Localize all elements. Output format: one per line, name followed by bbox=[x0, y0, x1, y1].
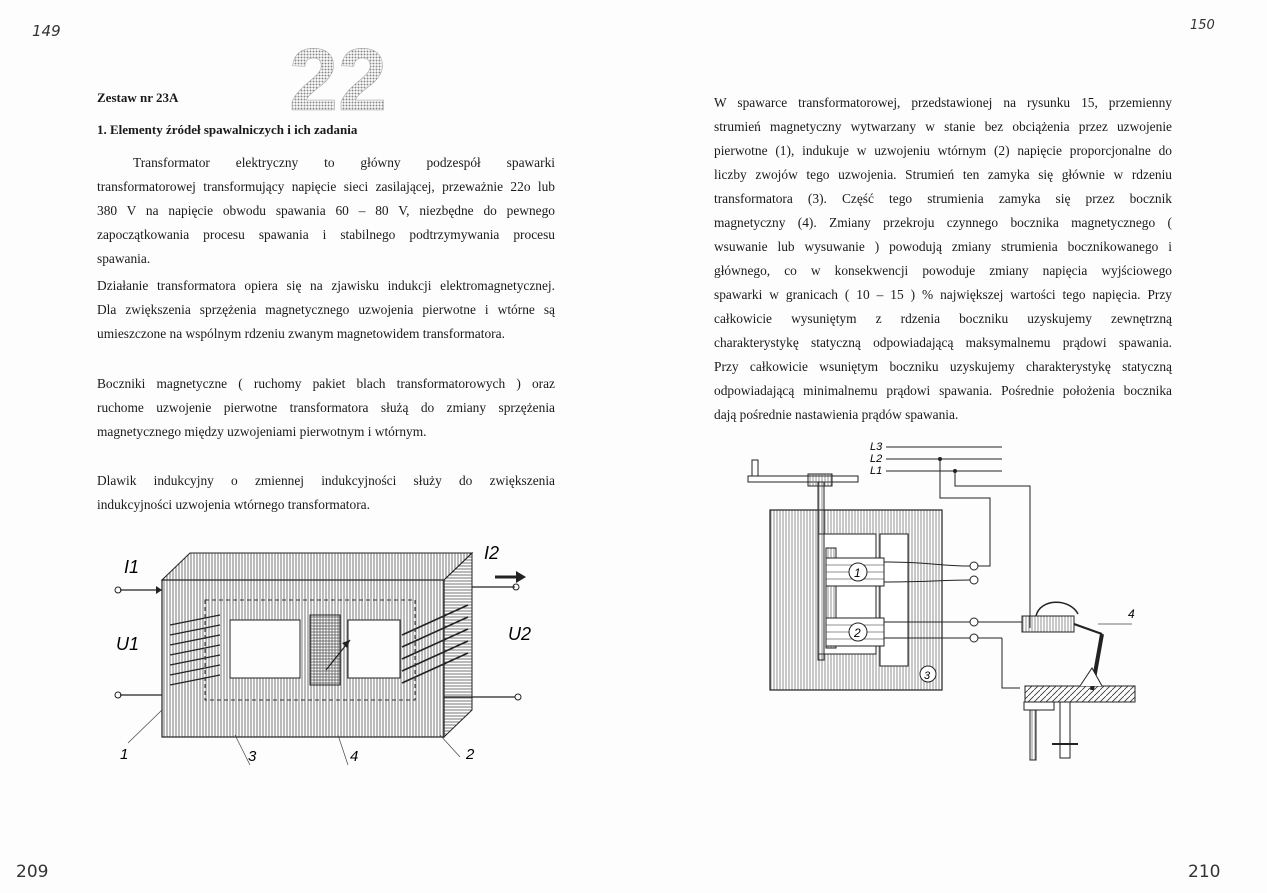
text-line: Transformator elektryczny to główny podz… bbox=[133, 155, 555, 170]
text-line: magnetycznego między uzwojeniami pierwot… bbox=[97, 424, 427, 439]
text-line: liczby zwojów tego uzwojenia. Strumień t… bbox=[714, 167, 1172, 182]
text-line: ruchome uzwojenie pierwotne transformato… bbox=[97, 400, 555, 415]
text-line: charakterystykę statyczną odpowiadającą … bbox=[714, 335, 1172, 350]
label-2: 2 bbox=[465, 746, 475, 763]
label-3: 3 bbox=[248, 748, 257, 765]
text-line: Przy całkowicie wsuniętym boczniku uzysk… bbox=[714, 359, 1172, 374]
label-u2: U2 bbox=[508, 624, 531, 644]
transformer-figure: I1 I2 U1 U2 1 3 4 2 bbox=[114, 543, 531, 766]
left-paragraph-3: Boczniki magnetyczne ( ruchomy pakiet bl… bbox=[97, 372, 555, 444]
workpiece bbox=[1024, 685, 1136, 703]
text-line: głównego, co w konsekwencji powoduje zmi… bbox=[714, 263, 1172, 278]
text-line: magnetyczny (4). Zmiany przekroju czynne… bbox=[714, 215, 1172, 230]
page-mark-left-top: 149 bbox=[32, 22, 61, 40]
text-line: strumień magnetyczny wytwarzany w stanie… bbox=[714, 119, 1172, 134]
lead-screw bbox=[817, 481, 825, 661]
label-u1: U1 bbox=[116, 634, 139, 654]
text-line: transformatorowej transformujący napięci… bbox=[97, 179, 555, 194]
core-top-face bbox=[160, 552, 474, 581]
text-line: całkowicie wysuniętym z rdzenia boczniku… bbox=[714, 311, 1172, 326]
text-line: odpowiadającą minimalnemu prądowi spawan… bbox=[714, 383, 1172, 398]
crank-bar bbox=[747, 475, 859, 483]
coil-2-label: 2 bbox=[853, 626, 861, 640]
welder-schematic-figure: L3 L2 L1 1 2 3 bbox=[747, 441, 1136, 761]
set-title: Zestaw nr 23A bbox=[97, 90, 179, 105]
crank-knob bbox=[751, 459, 759, 479]
label-4-right: 4 bbox=[1128, 607, 1135, 621]
text-line: indukcyjności uzwojenia wtórnego transfo… bbox=[97, 497, 370, 512]
text-line: transformatora (3). Część tego strumieni… bbox=[714, 191, 1172, 206]
right-paragraph: W spawarce transformatorowej, przedstawi… bbox=[714, 91, 1172, 427]
shunt bbox=[825, 547, 837, 649]
core-window-left bbox=[229, 619, 301, 679]
secondary-winding bbox=[401, 604, 469, 684]
text-line: Dla zwiększenia sprzężenia magnetycznego… bbox=[97, 302, 555, 317]
text-line: W spawarce transformatorowej, przedstawi… bbox=[714, 95, 1172, 110]
text-line: zapoczątkowania procesu spawania i stabi… bbox=[97, 227, 555, 242]
text-line: spawania. bbox=[97, 251, 151, 266]
core-3-label: 3 bbox=[924, 670, 931, 682]
stamp-number: 22 bbox=[289, 38, 387, 116]
label-l3: L3 bbox=[870, 441, 883, 453]
text-line: Działanie transformatora opiera się na z… bbox=[97, 278, 555, 293]
label-1: 1 bbox=[120, 746, 128, 763]
text-line: wsuwanie lub wysuwanie ) powodują zmiany… bbox=[714, 239, 1172, 254]
magnetic-shunt bbox=[309, 614, 341, 686]
clamp bbox=[1023, 701, 1055, 711]
section-heading: 1. Elementy źródeł spawalniczych i ich z… bbox=[97, 122, 358, 137]
page-mark-left-bottom: 209 bbox=[16, 862, 49, 882]
text-line: spawarki w granicach ( 10 – 15 ) % najwi… bbox=[714, 287, 1172, 302]
page-mark-right-top: 150 bbox=[1190, 18, 1215, 33]
text-line: umieszczone na wspólnym rdzeniu zwanym m… bbox=[97, 326, 505, 341]
left-paragraph-4: Dlawik indukcyjny o zmiennej indukcyjnoś… bbox=[97, 469, 555, 517]
text-line: Boczniki magnetyczne ( ruchomy pakiet bl… bbox=[97, 376, 555, 391]
label-i2: I2 bbox=[484, 543, 499, 563]
text-line: pierwotne (1), indukuje w uzwojeniu wtór… bbox=[714, 143, 1172, 158]
label-l2: L2 bbox=[870, 453, 882, 465]
label-i1: I1 bbox=[124, 557, 139, 577]
text-line: 380 V na napięcie obwodu spawania 60 – 8… bbox=[97, 203, 555, 218]
left-paragraph-2: Działanie transformatora opiera się na z… bbox=[97, 274, 555, 346]
label-4: 4 bbox=[350, 748, 358, 765]
text-line: Dlawik indukcyjny o zmiennej indukcyjnoś… bbox=[97, 473, 555, 488]
core-window-right bbox=[347, 619, 401, 679]
label-l1: L1 bbox=[870, 465, 882, 477]
text-line: dają pośrednie nastawienia prądów spawan… bbox=[714, 407, 959, 422]
stamp-number-text: 22 bbox=[289, 38, 387, 116]
primary-winding bbox=[169, 614, 221, 686]
left-paragraph-1: Transformator elektryczny to główny podz… bbox=[97, 151, 555, 271]
coil-1-label: 1 bbox=[854, 566, 861, 580]
page-mark-right-bottom: 210 bbox=[1188, 862, 1221, 882]
electrode-holder bbox=[1021, 615, 1075, 633]
